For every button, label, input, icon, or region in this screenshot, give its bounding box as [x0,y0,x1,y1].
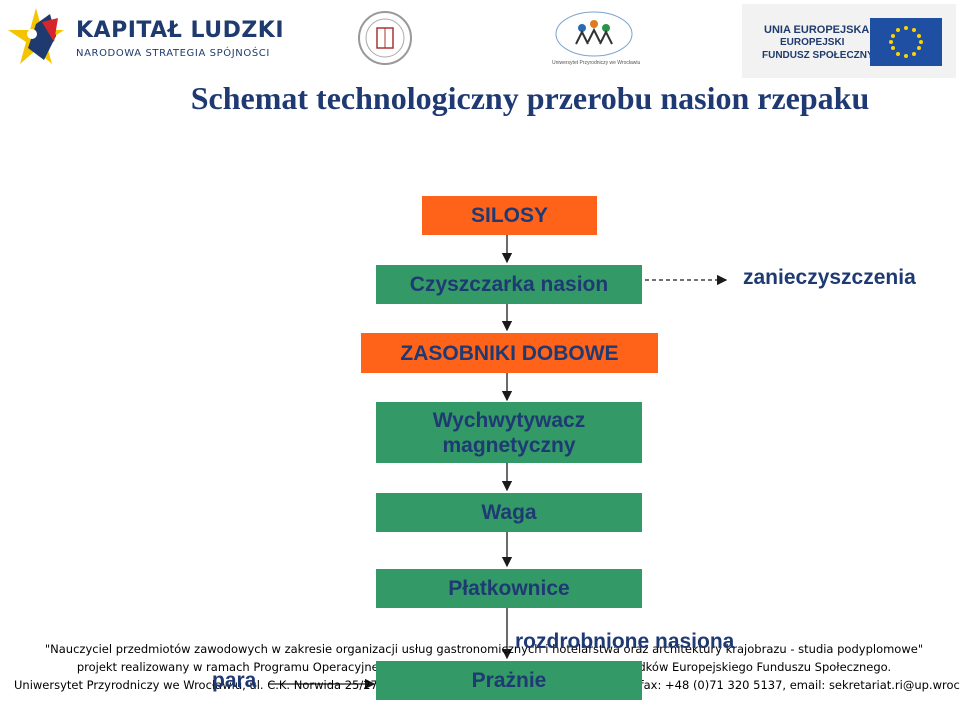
platkownice-box: Płatkownice [376,569,642,608]
wychwytywacz-label-line1: Wychwytywacz [432,408,586,432]
kapital-ludzki-star-icon [8,8,64,64]
eu-efs-logo: UNIA EUROPEJSKA EUROPEJSKI FUNDUSZ SPOŁE… [742,4,956,78]
up-wroclaw-logo: Uniwersytet Przyrodniczy we Wrocławiu [552,8,641,68]
wychwytywacz-label-line2: magnetyczny [442,433,576,457]
platkownice-label: Płatkownice [448,577,570,600]
silosy-label: SILOSY [470,204,549,227]
prazenie-box: Prażnie [376,661,642,700]
para-label: para [212,669,257,692]
footer-line-1: "Nauczyciel przedmiotów zawodowych w zak… [44,642,924,656]
kapital-ludzki-logo: KAPITAŁ LUDZKI NARODOWA STRATEGIA SPÓJNO… [6,4,284,74]
zasobniki-box: ZASOBNIKI DOBOWE [361,333,658,373]
prazenie-label: Prażnie [471,669,547,692]
waga-box: Waga [376,493,642,532]
zasobniki-label: ZASOBNIKI DOBOWE [400,341,619,365]
kapital-ludzki-logo-subtext: NARODOWA STRATEGIA SPÓJNOŚCI [76,48,270,59]
silosy-box: SILOSY [422,196,597,235]
czyszczarka-box: Czyszczarka nasion [376,265,642,304]
eu-logo-text-2: EUROPEJSKI [780,37,845,48]
eu-flag-icon [870,18,942,66]
university-seal-logo [357,10,413,66]
waga-label: Waga [481,501,537,524]
up-logo-caption: Uniwersytet Przyrodniczy we Wrocławiu [552,60,641,66]
eu-logo-text-3: FUNDUSZ SPOŁECZNY [762,50,874,61]
kapital-ludzki-logo-text: KAPITAŁ LUDZKI [76,18,285,43]
eu-logo-text-1: UNIA EUROPEJSKA [764,24,870,36]
wychwytywacz-box: Wychwytywacz magnetyczny [376,402,642,463]
zanieczyszczenia-label: zanieczyszczenia [743,266,916,289]
czyszczarka-label: Czyszczarka nasion [409,273,609,296]
page-title: Schemat technologiczny przerobu nasion r… [190,80,870,116]
rozdrobnione-label: rozdrobnione nasiona [515,630,735,653]
